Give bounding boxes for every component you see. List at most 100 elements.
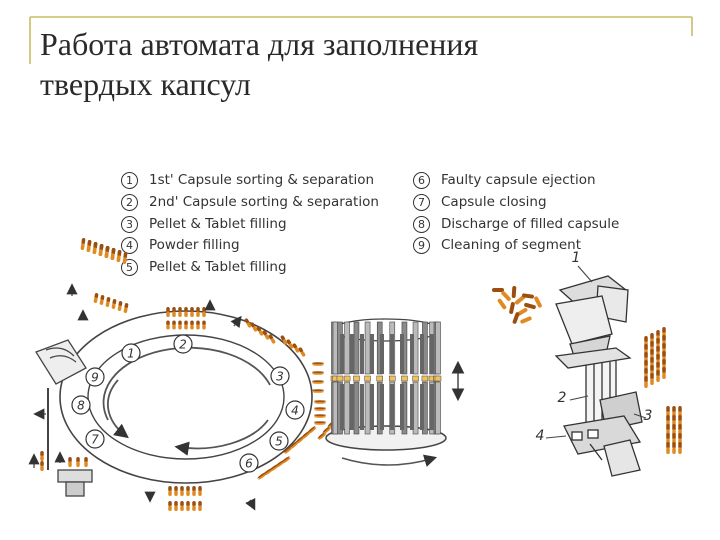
capsule [116,250,122,262]
slide-title-line-1: Работа автомата для заполнения [40,26,479,62]
capsule [511,286,517,298]
segment-rod [343,321,351,435]
ring-station-label: 9 [91,371,99,385]
ring-station-label: 2 [179,338,187,352]
slide-title-line-2: твердых капсул [40,66,251,102]
capsule [198,501,202,511]
capsule [40,461,44,471]
capsule [166,307,170,317]
capsule [99,295,105,305]
capsule-row [244,318,276,344]
capsule [178,307,182,317]
capsule [280,335,288,345]
capsule [298,347,306,357]
capsule [174,501,178,511]
legend-text: 1st' Capsule sorting & separation [149,172,375,188]
capsule-stack [672,406,676,454]
capsule-stack [666,406,670,454]
callout-leaders [545,265,647,439]
capsule [317,432,327,440]
capsule [512,312,520,324]
slide-title: Работа автомата для заполнения твердых к… [40,24,660,104]
capsule [678,442,682,454]
capsule [168,501,172,511]
capsule [314,414,326,418]
segment-rod [364,321,371,435]
capsule [178,320,182,330]
legend-number: 1 [121,172,138,189]
capsule [110,248,116,260]
capsule [262,330,270,340]
capsule [93,293,99,303]
capsule [92,242,98,254]
capsule [256,326,264,336]
legend-text: Cleaning of segment [441,237,581,254]
capsule [492,288,504,292]
segment-rod-front [380,334,384,430]
segment-rod-front [410,334,414,430]
capsule [666,442,670,454]
capsule [105,297,111,307]
capsule-pile [492,286,542,324]
capsule [268,334,276,344]
capsule [314,400,326,404]
capsule [180,501,184,511]
segment-rod-front [430,334,434,430]
capsule-row [280,335,306,357]
capsule [68,457,72,467]
capsule [174,486,178,496]
capsule-stack [656,330,660,382]
capsule [314,421,326,425]
capsule [520,316,532,324]
capsule [122,252,128,264]
ring-station: 6 [239,453,259,473]
legend-number: 6 [413,172,430,189]
legend-text: Discharge of filled capsule [441,215,620,232]
legend-number: 9 [413,237,430,255]
capsule-stack [678,406,682,454]
capsule [283,446,293,454]
capsule-row [168,486,202,496]
capsule [184,307,188,317]
legend-text: Capsule closing [441,193,547,210]
capsule-row [314,400,326,425]
capsule [644,376,648,388]
ring-station: 7 [85,429,105,449]
legend-text: Faulty capsule ejection [441,172,596,188]
capsule [84,457,88,467]
capsule [86,240,92,252]
legend-number: 2 [121,193,138,211]
capsule [514,295,526,305]
legend-item: 6 Faulty capsule ejection [413,170,673,192]
machine-callout-label: 4 [536,428,545,444]
capsule-stack [98,244,128,264]
capsule [196,307,200,317]
capsule [172,320,176,330]
capsule [281,456,291,464]
segment-rod [434,321,442,435]
ring-station-label: 1 [127,347,135,361]
capsule [168,486,172,496]
capsule [662,367,666,379]
capsule-groups [40,238,682,511]
capsule [117,301,123,311]
capsule [656,370,660,382]
capsule-row [283,426,317,454]
machine-callout-label: 3 [644,408,653,424]
ring-station: 4 [285,400,305,420]
capsule [80,238,86,250]
capsule [501,291,511,301]
legend-text: Powder filling [149,237,240,254]
capsule [196,320,200,330]
ring-station: 1 [121,343,141,363]
capsule [192,486,196,496]
ring-station: 2 [173,334,193,354]
capsule [522,293,534,299]
capsule [524,302,536,310]
filling-machine-cutaway [554,275,643,477]
capsule [192,501,196,511]
capsule [286,339,294,349]
